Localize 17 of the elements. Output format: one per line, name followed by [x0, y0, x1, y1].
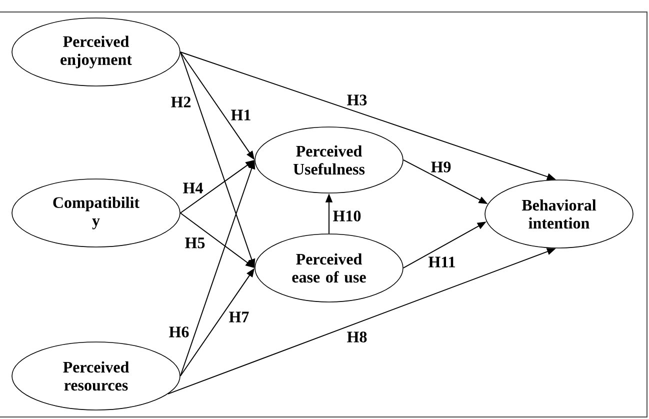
edge-label: H6	[168, 326, 190, 338]
edge-label: H5	[184, 236, 206, 250]
ellipse-node: Perceived ease of use	[254, 234, 404, 302]
edge-label: H3	[346, 94, 368, 106]
ellipse-node: Perceived enjoyment	[12, 18, 180, 86]
edge-label: H8	[346, 330, 368, 344]
ellipse-node: Perceived Usefulness	[254, 126, 404, 194]
ellipse-node: Compatibilit y	[12, 178, 180, 248]
edge-label: H7	[228, 310, 250, 324]
edge-label: H10	[332, 210, 362, 222]
edge-label: H11	[427, 256, 457, 268]
edge-label: H4	[182, 182, 204, 194]
edge-label: H2	[170, 96, 192, 108]
edge-label: H1	[230, 108, 252, 122]
ellipse-node: Behavioral intention	[484, 180, 634, 248]
ellipse-node: Perceived resources	[12, 342, 180, 410]
edge-label: H9	[430, 160, 452, 174]
